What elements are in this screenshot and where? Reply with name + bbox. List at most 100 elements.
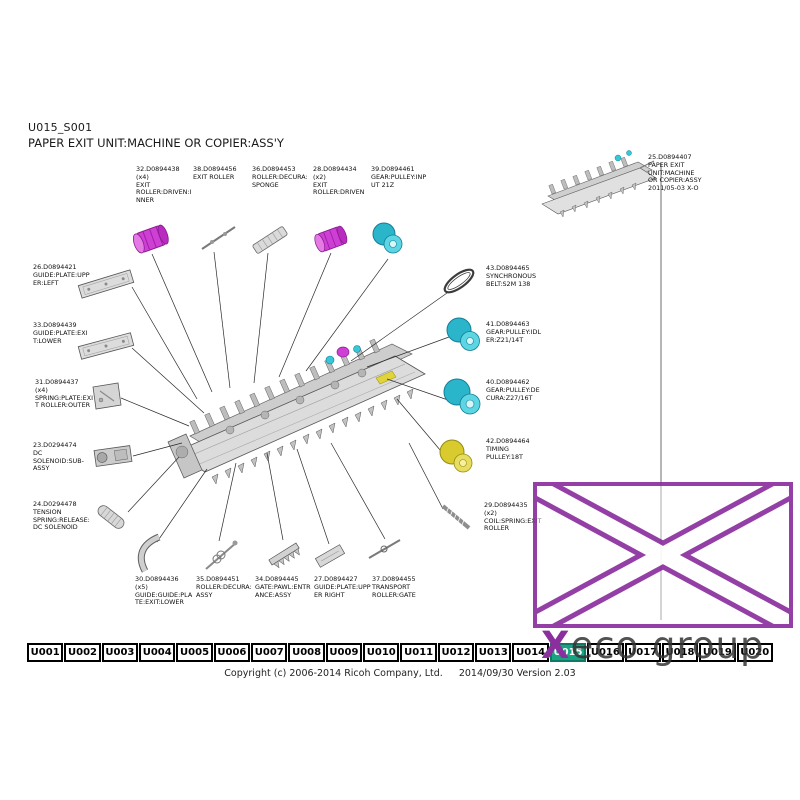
version-text: 2014/09/30 Version 2.03: [458, 668, 576, 679]
part-qty: (x4): [35, 385, 48, 394]
part-number: 34.D0894445: [255, 575, 299, 583]
part-number: 40.D0894462: [486, 378, 530, 386]
part-37-icon: [368, 539, 401, 559]
part-desc: EXIT ROLLER:DRIVEN: [313, 180, 365, 197]
part-number: 33.D0894439: [33, 321, 77, 329]
tab-u017[interactable]: U017: [624, 643, 661, 662]
part-number: 36.D0894453: [252, 165, 296, 173]
tab-u007[interactable]: U007: [251, 643, 288, 662]
part-desc: GUIDE:PLATE:UPPER:LEFT: [33, 270, 90, 287]
part-label-26: 26.D0894421 GUIDE:PLATE:UPPER:LEFT: [33, 263, 91, 287]
part-label-38: 38.D0894456 EXIT ROLLER: [193, 165, 251, 182]
assembly-pawls: [211, 388, 414, 485]
page-title: PAPER EXIT UNIT:MACHINE OR COPIER:ASS'Y: [28, 136, 284, 150]
part-desc: SPRING:PLATE:EXIT ROLLER:OUTER: [35, 393, 93, 410]
part-number: 42.D0894464: [486, 437, 530, 445]
part-desc: ROLLER:DECURA:SPONGE: [252, 172, 308, 189]
part-label-32: 32.D0894438 (x4) EXIT ROLLER:DRIVEN:INNE…: [136, 165, 194, 205]
part-number: 41.D0894463: [486, 320, 530, 328]
tab-u009[interactable]: U009: [325, 643, 363, 662]
unit-tab-bar: U001 U002 U003 U004 U005 U006 U007 U008 …: [27, 643, 773, 662]
part-36-icon: [252, 226, 288, 254]
part-desc: TRANSPORT ROLLER:GATE: [372, 582, 416, 599]
part-number: 32.D0894438: [136, 165, 180, 173]
part-desc: GUIDE:PLATE:EXIT:LOWER: [33, 328, 88, 345]
part-number: 25.D0894407: [648, 153, 692, 161]
part-33-icon: [77, 332, 135, 360]
part-label-40: 40.D0894462 GEAR:PULLEY:DECURA:Z27/16T: [486, 378, 544, 402]
part-23-icon: [93, 445, 133, 467]
part-number: 27.D0894427: [314, 575, 358, 583]
tab-u014[interactable]: U014: [512, 643, 549, 662]
copyright-line: Copyright (c) 2006-2014 Ricoh Company, L…: [0, 668, 800, 679]
tab-u008[interactable]: U008: [288, 643, 325, 662]
tab-u011[interactable]: U011: [400, 643, 437, 662]
part-42-icon: [439, 439, 473, 473]
tab-u001[interactable]: U001: [27, 643, 64, 662]
part-desc: GUIDE:GUIDE:PLATE:EXIT:LOWER: [135, 590, 193, 607]
part-label-27: 27.D0894427 GUIDE:PLATE:UPPER RIGHT: [314, 575, 372, 599]
part-desc: EXIT ROLLER:DRIVEN:INNER: [136, 180, 192, 205]
part-desc: DC SOLENOID:SUB-ASSY: [33, 448, 84, 473]
part-label-43: 43.D0894465 SYNCHRONOUS BELT:S2M 138: [486, 264, 544, 288]
copyright-text: Copyright (c) 2006-2014 Ricoh Company, L…: [224, 668, 443, 679]
part-29-icon: [441, 504, 471, 530]
part-number: 37.D0894455: [372, 575, 416, 583]
tab-u020[interactable]: U020: [736, 643, 773, 662]
part-label-39: 39.D0894461 GEAR:PULLEY:INPUT 21Z: [371, 165, 429, 189]
part-32-icon: [132, 224, 169, 254]
part-desc: SYNCHRONOUS BELT:S2M 138: [486, 271, 537, 288]
tab-u003[interactable]: U003: [101, 643, 139, 662]
part-27-icon: [314, 544, 346, 568]
part-desc: GEAR:PULLEY:DECURA:Z27/16T: [486, 385, 540, 402]
tab-u019[interactable]: U019: [699, 643, 736, 662]
part-note: 2011/05-03 X-O: [648, 184, 699, 193]
tab-u015[interactable]: U015: [549, 643, 587, 662]
part-number: 30.D0894436: [135, 575, 179, 583]
part-number: 23.D0294474: [33, 441, 77, 449]
part-number: 39.D0894461: [371, 165, 415, 173]
part-38-icon: [201, 226, 236, 250]
part-desc: GEAR:PULLEY:IDLER:Z21/14T: [486, 327, 542, 344]
part-desc: TENSION SPRING:RELEASE:DC SOLENOID: [33, 507, 90, 532]
part-desc: GEAR:PULLEY:INPUT 21Z: [371, 172, 427, 189]
tab-u010[interactable]: U010: [363, 643, 400, 662]
part-desc: ROLLER:DECURA:ASSY: [196, 582, 252, 599]
part-number: 28.D0894434: [313, 165, 357, 173]
part-34-icon: [268, 542, 300, 569]
tab-u012[interactable]: U012: [437, 643, 475, 662]
part-label-41: 41.D0894463 GEAR:PULLEY:IDLER:Z21/14T: [486, 320, 544, 344]
part-number: 24.D0294478: [33, 500, 77, 508]
part-number: 29.D0894435: [484, 501, 528, 509]
document-id: U015_S001: [28, 121, 93, 134]
tab-u006[interactable]: U006: [213, 643, 251, 662]
part-30-icon: [137, 533, 161, 573]
part-35-icon: [205, 540, 238, 570]
part-number: 35.D0894451: [196, 575, 240, 583]
tab-u016[interactable]: U016: [587, 643, 624, 662]
part-25-assembly-thumbnail: [541, 150, 657, 218]
part-40-icon: [443, 378, 481, 415]
tab-u005[interactable]: U005: [176, 643, 213, 662]
part-28-icon: [314, 225, 348, 253]
part-label-29: 29.D0894435 (x2) COIL:SPRING:EXIT ROLLER: [484, 501, 542, 533]
part-number: 38.D0894456: [193, 165, 237, 173]
part-desc: GUIDE:PLATE:UPPER RIGHT: [314, 582, 371, 599]
part-label-34: 34.D0894445 GATE:PAWL:ENTRANCE:ASSY: [255, 575, 313, 599]
tab-u004[interactable]: U004: [139, 643, 176, 662]
tab-u002[interactable]: U002: [64, 643, 101, 662]
part-desc: TIMING PULLEY:18T: [486, 444, 523, 461]
part-number: 43.D0894465: [486, 264, 530, 272]
part-label-23: 23.D0294474 DC SOLENOID:SUB-ASSY: [33, 441, 91, 473]
part-24-icon: [97, 505, 125, 529]
part-label-37: 37.D0894455 TRANSPORT ROLLER:GATE: [372, 575, 430, 599]
part-desc: COIL:SPRING:EXIT ROLLER: [484, 516, 542, 533]
part-qty: (x4): [136, 172, 149, 181]
part-label-33: 33.D0894439 GUIDE:PLATE:EXIT:LOWER: [33, 321, 91, 345]
part-qty: (x2): [313, 172, 326, 181]
part-qty: (x2): [484, 508, 497, 517]
tab-u018[interactable]: U018: [661, 643, 699, 662]
part-39-icon: [372, 222, 403, 254]
part-label-42: 42.D0894464 TIMING PULLEY:18T: [486, 437, 544, 461]
tab-u013[interactable]: U013: [475, 643, 512, 662]
